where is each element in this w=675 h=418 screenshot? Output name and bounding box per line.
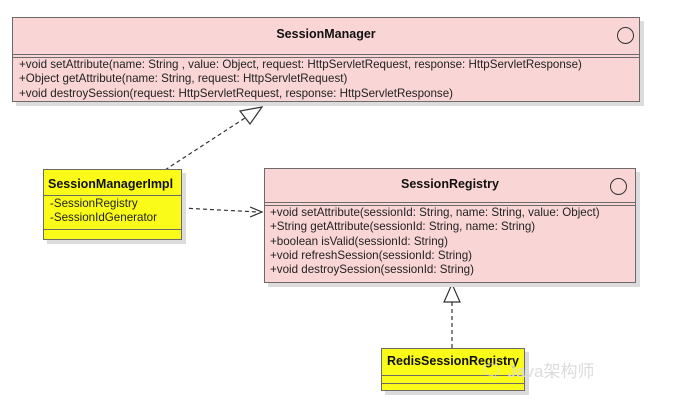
operation: +void destroySession(request: HttpServle… [19,86,454,100]
realization-arrowhead-registry [443,282,461,303]
wechat-icon: 🗨 [480,361,503,381]
watermark: 🗨 Java架构师 [480,357,595,382]
session-manager-class: SessionManager +void setAttribute(name: … [12,17,640,102]
compartment-divider [44,229,181,230]
redis-session-registry-class: RedisSessionRegistry [381,348,525,391]
class-name: RedisSessionRegistry [387,354,519,368]
attributes-list: -SessionRegistry -SessionIdGenerator [50,197,157,226]
class-name: SessionManagerImpl [48,177,174,191]
compartment-divider [265,205,635,206]
dependency-arrowhead-registry [249,206,264,218]
compartment-divider [13,54,639,55]
compartment-divider [13,57,639,58]
operation: +void destroySession(sessionId: String) [270,263,474,277]
session-registry-class: SessionRegistry +void setAttribute(sessi… [264,168,636,283]
interface-circle-icon [617,27,634,44]
compartment-divider [265,202,635,203]
class-name: SessionRegistry [401,177,499,191]
realization-line-impl-to-manager [164,115,249,171]
operation: +void setAttribute(name: String , value:… [19,58,582,71]
session-manager-impl-class: SessionManagerImpl -SessionRegistry -Ses… [43,169,182,240]
compartment-divider [382,375,524,376]
operation: +Object getAttribute(name: String, reque… [19,72,348,86]
compartment-divider [44,195,181,196]
compartment-divider [382,383,524,384]
attribute: -SessionRegistry [50,197,138,210]
attribute: -SessionIdGenerator [50,211,157,225]
operations-list: +void setAttribute(name: String , value:… [19,58,582,101]
realization-arrowhead-manager [238,106,264,126]
operation: +String getAttribute(sessionId: String, … [270,220,536,234]
operation: +void refreshSession(sessionId: String) [270,248,473,262]
watermark-text: Java架构师 [507,362,595,381]
operation: +boolean isValid(sessionId: String) [270,234,448,248]
interface-circle-icon [610,178,627,195]
operation: +void setAttribute(sessionId: String, na… [270,206,600,219]
class-name: SessionManager [276,27,376,41]
operations-list: +void setAttribute(sessionId: String, na… [270,206,600,277]
dependency-line-impl-to-registry [181,207,259,213]
